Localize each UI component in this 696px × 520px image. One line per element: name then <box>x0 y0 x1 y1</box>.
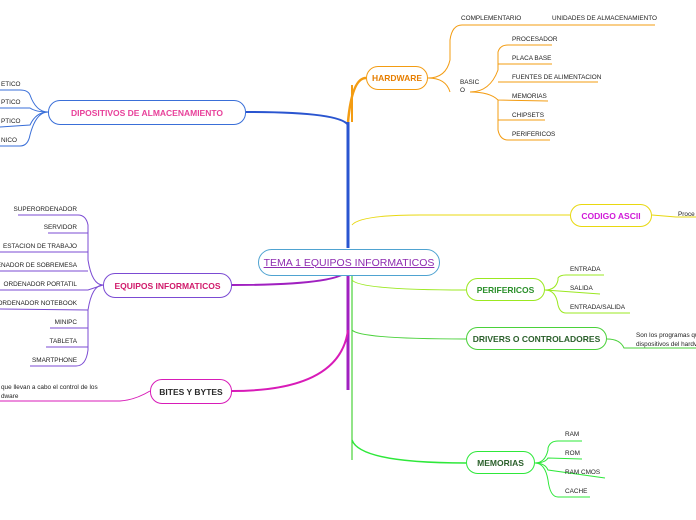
basico-label: BASIC O <box>460 79 480 94</box>
cache-label: CACHE <box>565 488 588 495</box>
entrada-salida-label: ENTRADA/SALIDA <box>570 304 626 311</box>
equipos-item-5: ORDENADOR PORTATIL <box>3 281 77 288</box>
complementario-label: COMPLEMENTARIO <box>461 15 522 22</box>
perifericos-hw-label: PERIFERICOS <box>512 131 556 138</box>
hardware-label: HARDWARE <box>371 73 423 83</box>
bites-label: BITES Y BYTES <box>159 386 223 397</box>
drivers-note: Son los programas qu dispositivos del ha… <box>636 332 696 348</box>
equipos-item-2: SERVIDOR <box>43 224 77 231</box>
central-topic-node[interactable]: TEMA 1 EQUIPOS INFORMATICOS <box>258 249 440 276</box>
central-topic-label: TEMA 1 EQUIPOS INFORMATICOS <box>263 256 435 269</box>
procesador-label: PROCESADOR <box>512 36 558 43</box>
unidades-almacenamiento-label: UNIDADES DE ALMACENAMIENTO <box>552 15 657 22</box>
bites-node[interactable]: BITES Y BYTES <box>150 379 232 404</box>
chipsets-label: CHIPSETS <box>512 112 544 119</box>
equipos-item-3: ESTACION DE TRABAJO <box>3 243 77 250</box>
almacenamiento-item-4: NICO <box>1 137 17 144</box>
equipos-node[interactable]: EQUIPOS INFORMATICOS <box>103 273 232 298</box>
perifericos-label: PERIFERICOS <box>476 284 535 295</box>
memorias-label: MEMORIAS <box>477 457 524 468</box>
memorias-hw-label: MEMORIAS <box>512 93 547 100</box>
ram-cmos-label: RAM CMOS <box>565 469 601 476</box>
placa-base-label: PLACA BASE <box>512 55 552 62</box>
drivers-node[interactable]: DRIVERS O CONTROLADORES <box>466 327 607 350</box>
equipos-item-6: ORDENADOR NOTEBOOK <box>0 300 77 307</box>
perifericos-node[interactable]: PERIFERICOS <box>466 278 545 301</box>
almacenamiento-item-3: PTICO <box>1 118 21 125</box>
ram-label: RAM <box>565 431 580 438</box>
equipos-label: EQUIPOS INFORMATICOS <box>114 280 221 291</box>
codigo-node[interactable]: CODIGO ASCII <box>570 204 652 227</box>
equipos-item-4: DENADOR DE SOBREMESA <box>0 262 77 269</box>
almacenamiento-item-1: ETICO <box>1 81 21 88</box>
equipos-item-1: SUPERORDENADOR <box>13 206 77 213</box>
drivers-label: DRIVERS O CONTROLADORES <box>472 333 601 344</box>
almacenamiento-item-2: PTICO <box>1 99 21 106</box>
equipos-item-9: SMARTPHONE <box>32 357 77 364</box>
entrada-label: ENTRADA <box>570 266 601 273</box>
equipos-item-7: MINIPC <box>54 319 77 326</box>
almacenamiento-node[interactable]: DIPOSITIVOS DE ALMACENAMIENTO <box>48 100 246 125</box>
codigo-label: CODIGO ASCII <box>581 210 641 221</box>
bites-note: que llevan a cabo el control de los dwar… <box>1 384 98 400</box>
equipos-item-8: TABLETA <box>49 338 77 345</box>
rom-label: ROM <box>565 450 580 457</box>
fuentes-label: FUENTES DE ALIMENTACION <box>512 74 602 81</box>
almacenamiento-label: DIPOSITIVOS DE ALMACENAMIENTO <box>70 107 224 118</box>
codigo-note: Proce <box>678 211 695 218</box>
memorias-node[interactable]: MEMORIAS <box>466 451 535 474</box>
hardware-node[interactable]: HARDWARE <box>366 66 428 90</box>
salida-label: SALIDA <box>570 285 593 292</box>
